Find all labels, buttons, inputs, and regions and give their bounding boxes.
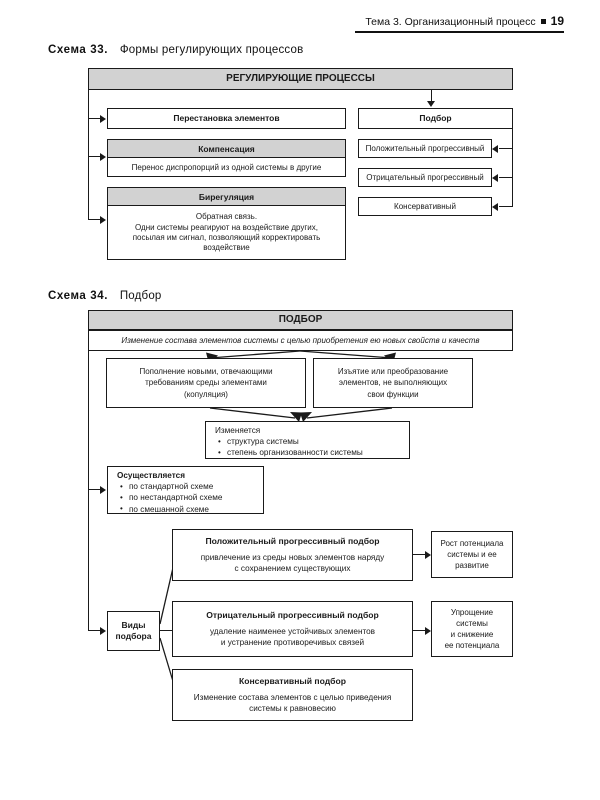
schema34-implemented-box: Осуществляется по стандартной схеме по н… xyxy=(107,466,264,514)
schema33-arrow-2-icon xyxy=(100,152,106,161)
schema34-subtitle-box: Изменение состава элементов системы с це… xyxy=(88,330,513,351)
schema33-branch-3 xyxy=(88,219,102,221)
schema33-right-branch-1 xyxy=(499,148,513,150)
schema34-kind-1-result-connector xyxy=(413,554,427,556)
schema33-right-box-1-label: Положительный прогрессивный xyxy=(365,143,485,153)
schema34-kind-1-text: привлечение из среды новых элементов нар… xyxy=(200,552,385,573)
schema34-changes-head: Изменяется xyxy=(215,426,261,435)
schema33-caption-label: Схема 33. xyxy=(48,44,108,56)
schema34-implemented-head: Осуществляется xyxy=(117,471,185,480)
schema34-caption-title: Подбор xyxy=(119,290,162,302)
schema34-branch-left-label: Пополнение новыми, отвечающими требовани… xyxy=(139,367,273,399)
schema34-kind-2-text: удаление наименее устойчивых элементов и… xyxy=(209,626,376,647)
schema34-caption: Схема 34. Подбор xyxy=(48,290,162,302)
schema34-branch-right-box: Изъятие или преобразование элементов, не… xyxy=(313,358,473,408)
schema33-left-box-3-body: Обратная связь. Одни системы реагируют н… xyxy=(132,212,321,253)
schema34-kind-1-result-box: Рост потенциала системы и ее развитие xyxy=(431,531,513,578)
schema33-header-label: РЕГУЛИРУЮЩИЕ ПРОЦЕССЫ xyxy=(226,72,375,84)
schema34-header-label: ПОДБОР xyxy=(278,313,323,325)
schema33-branch-2 xyxy=(88,156,102,158)
schema34-kind-2-result-connector xyxy=(413,630,427,632)
schema33-left-box-2-body: Перенос диспропорций из одной системы в … xyxy=(131,163,322,172)
schema34-implemented-list: по стандартной схеме по нестандартной сх… xyxy=(117,480,257,515)
schema33-right-spine xyxy=(512,129,514,207)
schema33-left-box-3-title: Бирегуляция xyxy=(108,188,345,206)
schema34-kind-1-result-arrow-icon xyxy=(425,550,431,559)
schema34-kind-2-result-label: Упрощение системы и снижение ее потенциа… xyxy=(444,607,500,651)
schema33-right-branch-2 xyxy=(499,177,513,179)
schema33-left-spine xyxy=(88,90,90,220)
schema34-branch-right-label: Изъятие или преобразование элементов, не… xyxy=(337,367,449,399)
schema33-right-arrow-3-icon xyxy=(492,202,498,211)
running-head: Тема 3. Организационный процесс 19 xyxy=(0,14,564,28)
schema33-right-box-2: Отрицательный прогрессивный xyxy=(358,168,492,187)
schema33-right-box-3: Консервативный xyxy=(358,197,492,216)
schema34-kinds-label-box: Виды подбора xyxy=(107,611,160,651)
schema33-caption-title: Формы регулирующих процессов xyxy=(119,44,304,56)
schema33-right-branch-3 xyxy=(499,206,513,208)
schema34-arrow-kinds-icon xyxy=(100,626,106,635)
list-item: структура системы xyxy=(218,435,403,447)
running-head-text: Тема 3. Организационный процесс xyxy=(365,16,536,28)
schema33-left-box-3: Бирегуляция Обратная связь. Одни системы… xyxy=(107,187,346,260)
schema34-kind-2-box: Отрицательный прогрессивный подбор удале… xyxy=(172,601,413,657)
schema33-left-box-1: Перестановка элементов xyxy=(107,108,346,129)
schema33-branch-1 xyxy=(88,118,102,120)
schema33-arrow-3-icon xyxy=(100,215,106,224)
list-item: по стандартной схеме xyxy=(120,480,257,492)
schema34-kind-3-text: Изменение состава элементов с целью прив… xyxy=(193,692,392,713)
schema33-right-head-label: Подбор xyxy=(419,113,452,124)
schema34-kind-2-result-box: Упрощение системы и снижение ее потенциа… xyxy=(431,601,513,657)
schema33-header-box: РЕГУЛИРУЮЩИЕ ПРОЦЕССЫ xyxy=(88,68,513,90)
page-number: 19 xyxy=(550,14,564,28)
schema33-arrow-1-icon xyxy=(100,114,106,123)
schema33-right-box-1: Положительный прогрессивный xyxy=(358,139,492,158)
schema33-right-head-box: Подбор xyxy=(358,108,513,129)
schema34-kind-3-title: Консервативный подбор xyxy=(238,675,346,686)
schema33-right-box-3-label: Консервативный xyxy=(394,201,456,211)
schema33-podbor-arrow-icon xyxy=(426,101,435,107)
schema34-kind-1-title: Положительный прогрессивный подбор xyxy=(205,535,380,546)
schema33-left-box-2-title: Компенсация xyxy=(108,140,345,158)
schema33-right-arrow-2-icon xyxy=(492,173,498,182)
schema34-caption-label: Схема 34. xyxy=(48,290,108,302)
schema34-subtitle-label: Изменение состава элементов системы с це… xyxy=(121,335,480,345)
list-item: степень организованности системы xyxy=(218,447,403,458)
schema34-kind-1-result-label: Рост потенциала системы и ее развитие xyxy=(440,538,504,571)
schema34-kind-2-result-arrow-icon xyxy=(425,626,431,635)
schema34-kind-1-box: Положительный прогрессивный подбор привл… xyxy=(172,529,413,581)
schema34-changes-list: структура системы степень организованнос… xyxy=(215,435,403,459)
schema34-branch-kinds xyxy=(88,630,102,632)
schema33-podbor-feed xyxy=(431,90,433,103)
schema33-left-box-1-title: Перестановка элементов xyxy=(173,113,280,124)
square-bullet-icon xyxy=(540,18,546,24)
schema33-right-box-2-label: Отрицательный прогрессивный xyxy=(366,172,484,182)
schema34-arrow-implemented-icon xyxy=(100,485,106,494)
schema34-header-box: ПОДБОР xyxy=(88,310,513,330)
running-head-rule xyxy=(355,31,564,33)
schema34-branch-implemented xyxy=(88,489,102,491)
schema34-kind-2-title: Отрицательный прогрессивный подбор xyxy=(206,609,379,620)
schema34-kinds-mid-connector xyxy=(160,630,174,632)
schema34-changes-box: Изменяется структура системы степень орг… xyxy=(205,421,410,459)
list-item: по нестандартной схеме xyxy=(120,492,257,503)
schema33-right-arrow-1-icon xyxy=(492,144,498,153)
schema33-caption: Схема 33. Формы регулирующих процессов xyxy=(48,44,303,56)
schema34-branch-left-box: Пополнение новыми, отвечающими требовани… xyxy=(106,358,306,408)
schema33-left-box-2: Компенсация Перенос диспропорций из одно… xyxy=(107,139,346,177)
list-item: по смешанной схеме xyxy=(120,503,257,515)
schema34-left-spine xyxy=(88,351,90,631)
schema34-kind-3-box: Консервативный подбор Изменение состава … xyxy=(172,669,413,721)
schema34-kinds-label: Виды подбора xyxy=(115,619,152,641)
